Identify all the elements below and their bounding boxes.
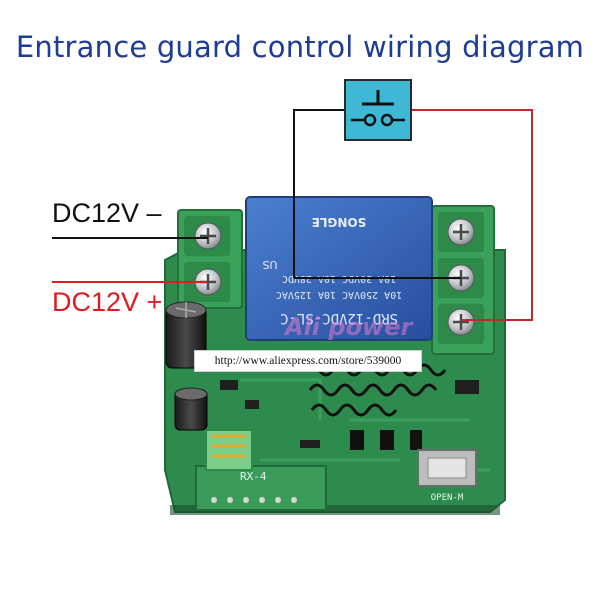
push-button-switch-icon: [344, 79, 412, 141]
page-title: Entrance guard control wiring diagram: [15, 30, 585, 64]
dc-negative-label: DC12V –: [52, 198, 162, 228]
relay-model-text: SRD-12VDC-SL-C: [280, 310, 398, 326]
learn-button: OPEN-M: [417, 449, 477, 503]
watermark-text: Ali power: [283, 313, 415, 341]
screw-terminal-icon: [447, 308, 475, 336]
dc-positive-label: DC12V +: [52, 287, 163, 317]
button-label: OPEN-M: [431, 493, 464, 503]
rf-module: RX-4: [195, 429, 327, 511]
wire-switch-red: [412, 109, 533, 321]
relay-brand-text: SONGLE: [312, 215, 367, 229]
store-url-banner: http://www.aliexpress.com/store/539000: [194, 350, 422, 372]
relay-rating-text-1: 10A 250VAC 10A 125VAC: [276, 289, 402, 300]
relay-mark-text: US: [262, 258, 277, 271]
wire-switch-black: [293, 109, 356, 278]
pcb-shadow: [170, 505, 500, 515]
smd-components: [220, 380, 479, 450]
capacitor-small: [174, 387, 208, 431]
screw-terminal-icon: [194, 222, 222, 250]
rf-module-label: RX-4: [240, 470, 267, 483]
screw-terminal-icon: [447, 218, 475, 246]
rf-module-pins: [211, 497, 297, 503]
